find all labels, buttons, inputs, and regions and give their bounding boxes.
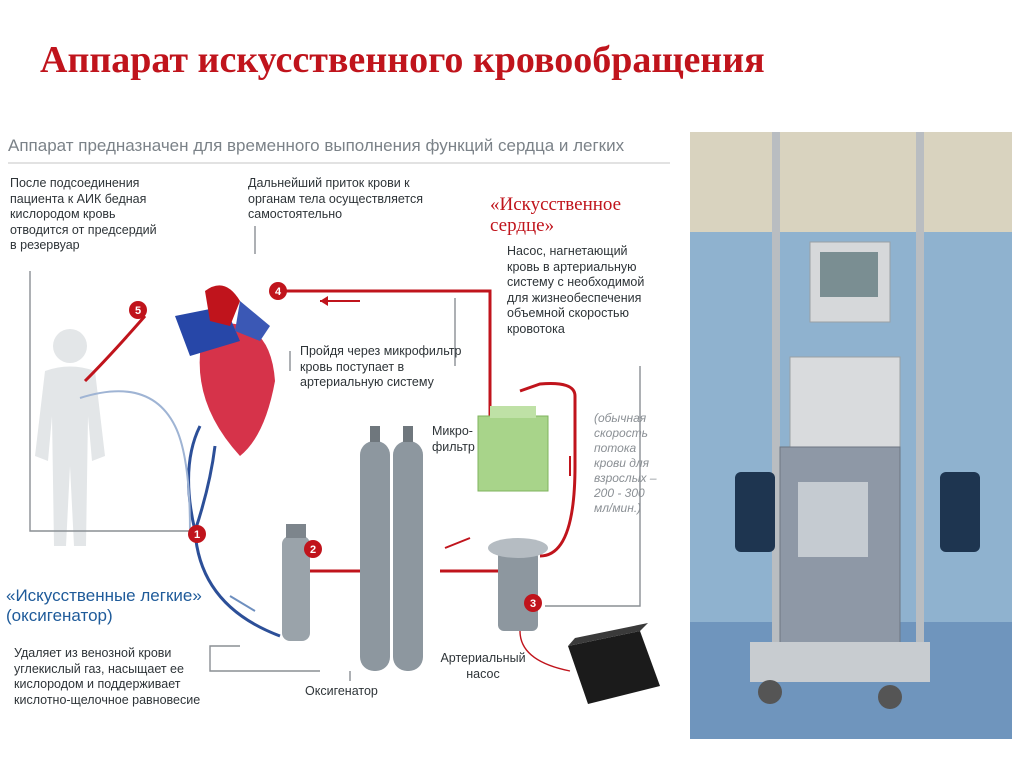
marker-3 [524,594,542,612]
circulation-schematic: 1 2 3 4 5 [29,226,660,704]
gas-cylinders-icon [360,426,423,671]
note-step4: Дальнейший приток крови к органам тела о… [248,176,423,221]
marker-3-label: 3 [530,598,536,610]
heart-lung-machine-photo [690,132,1012,739]
artificial-heart-description: Насос, нагнетающий кровь в артериальную … [507,244,645,336]
diagram-panel: Аппарат предназначен для временного выпо… [0,126,680,741]
marker-1-label: 1 [194,529,200,541]
arterial-pump-icon [488,538,548,631]
marker-2 [304,540,322,558]
arterial-pump-label: Артериальный насос [440,651,526,681]
marker-4-label: 4 [275,286,282,298]
artificial-lungs-description: Удаляет из венозной крови углекислый газ… [14,646,201,707]
note-microfilter: Пройдя через микрофильтр кровь поступает… [300,344,462,389]
flow-speed-note: (обычная скорость потока крови для взрос… [594,411,657,515]
patient-silhouette-icon [35,329,105,546]
marker-4 [269,282,287,300]
diagram-subtitle: Аппарат предназначен для временного выпо… [8,136,625,155]
microfilter-label: Микро-фильтр [432,424,475,454]
marker-5-label: 5 [135,305,141,317]
marker-5 [129,301,147,319]
oxygenator-icon [282,524,310,641]
note-step5: После подсоединения пациента к АИК бедна… [10,176,157,252]
divider [8,162,670,164]
artificial-heart-title: «Искусственное сердце» [490,194,622,236]
microfilter-icon [477,406,549,492]
battery-icon [568,623,660,704]
step-markers: 1 2 3 4 5 [129,282,542,612]
page-title: Аппарат искусственного кровообращения [40,39,765,81]
artificial-lungs-title: «Искусственные легкие» (оксигенатор) [6,586,202,625]
marker-1 [188,525,206,543]
marker-2-label: 2 [310,544,316,556]
oxygenator-label: Оксигенатор [305,684,378,698]
heart-icon [175,285,275,456]
